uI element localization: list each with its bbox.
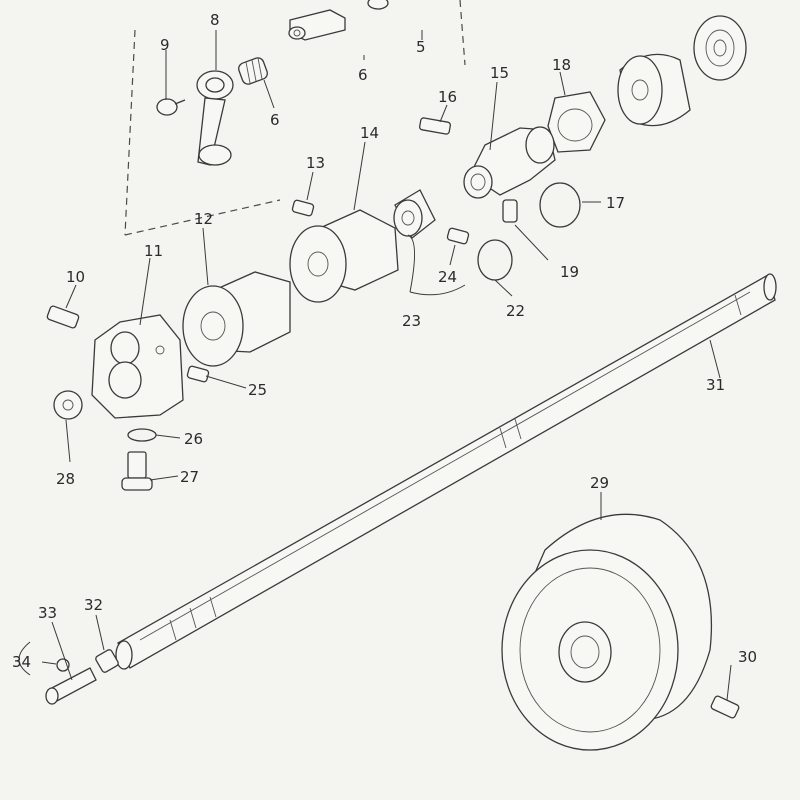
part-label: 30 [738,648,757,666]
part-label: 26 [184,430,203,448]
part-label: 24 [438,268,457,286]
part-label: 25 [248,381,267,399]
part-label: 16 [438,88,457,106]
part-label: 5 [416,38,426,56]
main-shaft-31 [115,273,777,670]
collar-and-cylinders [182,189,436,367]
part-label: 28 [56,470,75,488]
part-label: 6 [270,111,280,129]
part-label: 34 [12,653,31,671]
crank-body-group [53,314,184,491]
shaft-end-parts [45,649,119,705]
part-label: 22 [506,302,525,320]
part-labels: 5 6 6 8 9 10 11 12 13 14 15 16 17 18 19 … [12,11,757,671]
part-label: 27 [180,468,199,486]
part-label: 19 [560,263,579,281]
part-label: 33 [38,604,57,622]
part-label: 11 [144,242,163,260]
part-label: 15 [490,64,509,82]
part-label: 6 [358,66,368,84]
part-label: 29 [590,474,609,492]
part-label: 9 [160,36,170,54]
eccentric-sleeve-15 [463,126,556,199]
part-label: 17 [606,194,625,212]
part-label: 13 [306,154,325,172]
part-label: 8 [210,11,220,29]
part-label: 12 [194,210,213,228]
part-label: 32 [84,596,103,614]
subassembly-frame [124,0,466,236]
leader-lines [18,30,732,701]
connecting-rod-assembly [156,0,389,166]
set-screws [46,117,740,719]
part-label: 10 [66,268,85,286]
part-label: 18 [552,56,571,74]
bearing-group-top-right [547,15,747,153]
part-label: 14 [360,124,379,142]
part-label: 23 [402,312,421,330]
part-label: 31 [706,376,725,394]
pulley-29 [501,513,713,751]
